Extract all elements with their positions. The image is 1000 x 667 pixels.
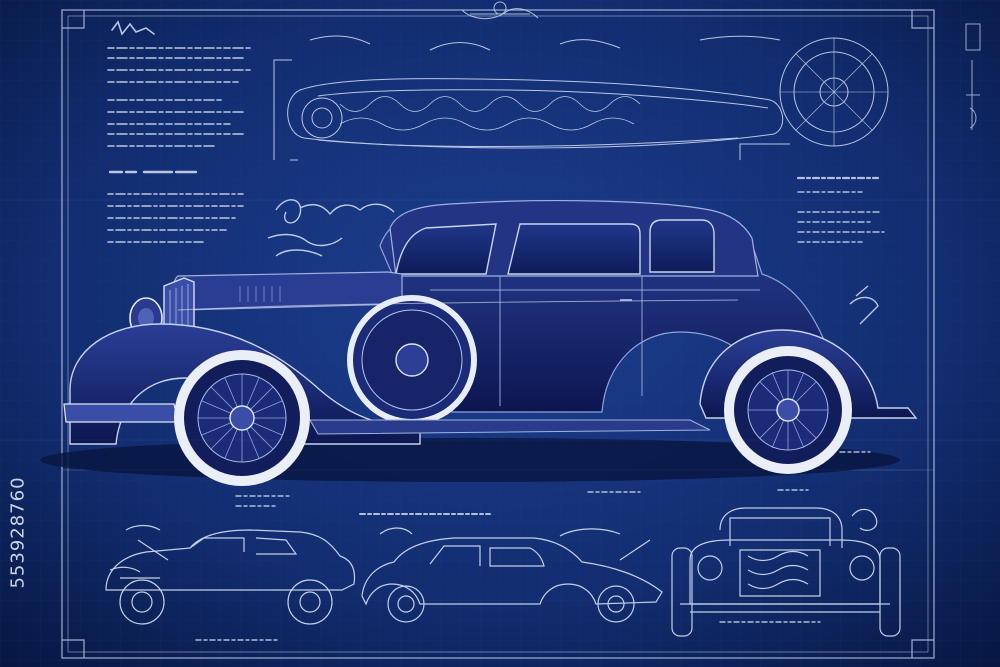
side-window bbox=[507, 223, 641, 275]
front-bumper bbox=[63, 403, 179, 423]
running-board bbox=[309, 419, 711, 435]
rear-window bbox=[649, 219, 715, 273]
sketch-car-front bbox=[671, 507, 901, 637]
door-lines bbox=[430, 276, 760, 406]
body-highlight bbox=[177, 299, 739, 311]
script-flourish bbox=[267, 199, 879, 325]
sketch-car-middle bbox=[361, 527, 663, 623]
stock-id-label: 553928760 bbox=[4, 425, 32, 640]
top-chassis-drawing bbox=[273, 35, 889, 161]
edge-tag bbox=[965, 23, 981, 130]
bottom-labels bbox=[195, 451, 871, 641]
spare-wheel bbox=[347, 295, 477, 425]
front-wheel bbox=[174, 350, 310, 486]
sketch-car-left bbox=[105, 524, 356, 625]
rear-wheel bbox=[724, 346, 852, 474]
top-left-notes bbox=[107, 20, 253, 243]
header-ornament bbox=[461, 1, 539, 19]
right-notes bbox=[796, 176, 885, 243]
stock-id-text: 553928760 bbox=[7, 476, 29, 589]
watermark-lines bbox=[0, 199, 1000, 441]
main-car bbox=[40, 200, 918, 486]
front-window bbox=[395, 223, 497, 275]
hood-vents bbox=[239, 286, 281, 302]
